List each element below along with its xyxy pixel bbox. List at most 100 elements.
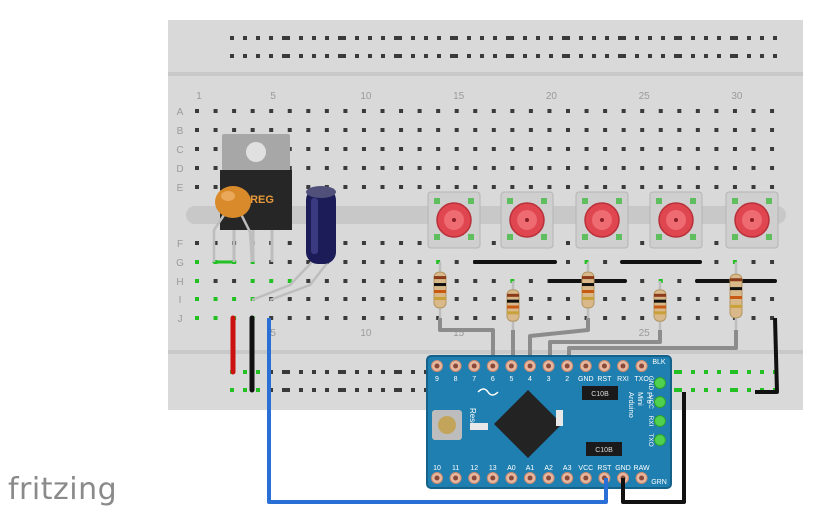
breadboard-hole: [695, 316, 700, 320]
breadboard-hole: [454, 166, 459, 170]
breadboard-hole: [195, 147, 199, 151]
pin-hole: [490, 475, 496, 481]
arduino-side-pin[interactable]: [654, 434, 666, 446]
push-button[interactable]: [575, 191, 629, 249]
button-leg-marker: [616, 234, 622, 240]
breadboard-hole: [491, 297, 496, 301]
row-label: C: [176, 145, 183, 156]
rail-hole: [704, 388, 708, 392]
signal-wire-4: [548, 330, 662, 366]
pin-label: A2: [544, 465, 553, 472]
rail-hole: [704, 36, 708, 40]
breadboard-hole: [287, 279, 292, 283]
pin-label: TXO: [634, 376, 649, 383]
breadboard-hole: [436, 260, 441, 264]
push-button[interactable]: [427, 191, 481, 249]
blue-wire-vcc: [267, 318, 608, 504]
rail-hole: [338, 388, 342, 392]
breadboard-hole: [603, 128, 608, 132]
arduino-side-pin[interactable]: [654, 377, 666, 389]
pin-label: 2: [565, 376, 569, 383]
resistor-band: [507, 311, 519, 315]
breadboard-hole: [399, 109, 404, 113]
breadboard-hole: [213, 109, 218, 113]
breadboard-hole: [566, 109, 570, 113]
breadboard-hole: [232, 109, 237, 113]
rail-hole: [773, 36, 777, 40]
rail-hole: [506, 54, 510, 58]
breadboard-hole: [287, 297, 292, 301]
breadboard-hole: [695, 128, 700, 132]
rail-hole: [717, 54, 721, 58]
breadboard-hole: [417, 260, 422, 264]
breadboard-hole: [770, 185, 775, 189]
rail-hole: [286, 370, 290, 374]
blk-label: BLK: [652, 359, 666, 366]
breadboard-hole: [473, 166, 478, 170]
electrolytic-body: [306, 188, 336, 264]
push-button[interactable]: [649, 191, 703, 249]
pin-hole: [564, 475, 570, 481]
arduino-side-pin[interactable]: [654, 415, 666, 427]
rail-hole: [622, 36, 626, 40]
breadboard-hole: [454, 279, 459, 283]
pin-hole: [620, 363, 626, 369]
breadboard-hole: [361, 166, 366, 170]
breadboard-hole: [528, 109, 533, 113]
breadboard-hole: [287, 316, 292, 320]
breadboard-hole: [380, 109, 385, 113]
breadboard-hole: [306, 166, 311, 170]
rail-hole: [510, 36, 514, 40]
breadboard-hole: [380, 279, 385, 283]
breadboard-hole: [621, 297, 626, 301]
rail-hole: [394, 36, 398, 40]
breadboard-hole: [213, 241, 218, 245]
rail-hole: [342, 36, 346, 40]
breadboard-hole: [603, 166, 608, 170]
rail-hole: [424, 54, 428, 58]
pin-hole: [601, 363, 607, 369]
rail-hole: [747, 36, 751, 40]
breadboard-hole: [658, 166, 663, 170]
push-button[interactable]: [725, 191, 779, 249]
breadboard-hole: [677, 316, 682, 320]
breadboard-hole: [603, 109, 608, 113]
rail-hole: [355, 388, 359, 392]
pin-hole: [434, 475, 440, 481]
breadboard-hole: [380, 297, 385, 301]
breadboard-hole: [547, 147, 552, 151]
breadboard-hole: [436, 185, 441, 189]
breadboard-hole: [714, 316, 719, 320]
breadboard-hole: [584, 185, 589, 189]
rail-hole: [282, 370, 286, 374]
rail-hole: [734, 370, 738, 374]
breadboard-hole: [454, 297, 459, 301]
ceramic-lead-2: [238, 211, 254, 263]
breadboard-hole: [399, 147, 404, 151]
rail-hole: [230, 54, 234, 58]
row-label: I: [179, 295, 182, 306]
breadboard-hole: [195, 241, 199, 245]
button-leg-marker: [690, 234, 696, 240]
breadboard-hole: [324, 166, 329, 170]
button-leg-marker: [690, 198, 696, 204]
breadboard-hole: [770, 128, 775, 132]
push-button[interactable]: [500, 191, 554, 249]
electrolytic-capacitor: [251, 186, 336, 302]
breadboard-hole: [714, 128, 719, 132]
rail-hole: [717, 36, 721, 40]
rail-hole: [493, 54, 497, 58]
breadboard-hole: [250, 279, 255, 283]
rail-hole: [566, 36, 570, 40]
mascot-icon: [477, 388, 499, 396]
breadboard-hole: [454, 128, 459, 132]
breadboard-hole: [343, 109, 348, 113]
arduino-side-pin[interactable]: [654, 396, 666, 408]
breadboard-hole: [528, 316, 533, 320]
breadboard-hole: [287, 241, 292, 245]
rail-hole: [730, 54, 734, 58]
